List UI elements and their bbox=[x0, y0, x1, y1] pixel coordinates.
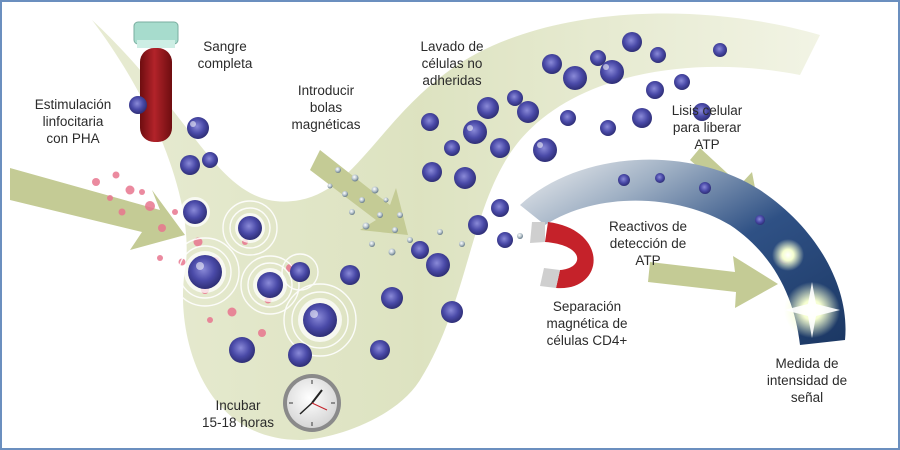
detection-ribbon bbox=[520, 159, 846, 345]
process-ribbon bbox=[92, 13, 820, 441]
blood-tube-icon bbox=[133, 21, 179, 142]
reagents-arrow bbox=[648, 256, 778, 308]
magnet-icon bbox=[530, 222, 594, 289]
beads-arrow bbox=[310, 150, 408, 235]
magnetic-beads bbox=[327, 167, 523, 256]
stimulation-arrow bbox=[10, 168, 185, 250]
clock-icon bbox=[283, 374, 341, 432]
signal-burst-icon bbox=[772, 239, 840, 338]
stimulated-cell-halos bbox=[170, 200, 357, 357]
